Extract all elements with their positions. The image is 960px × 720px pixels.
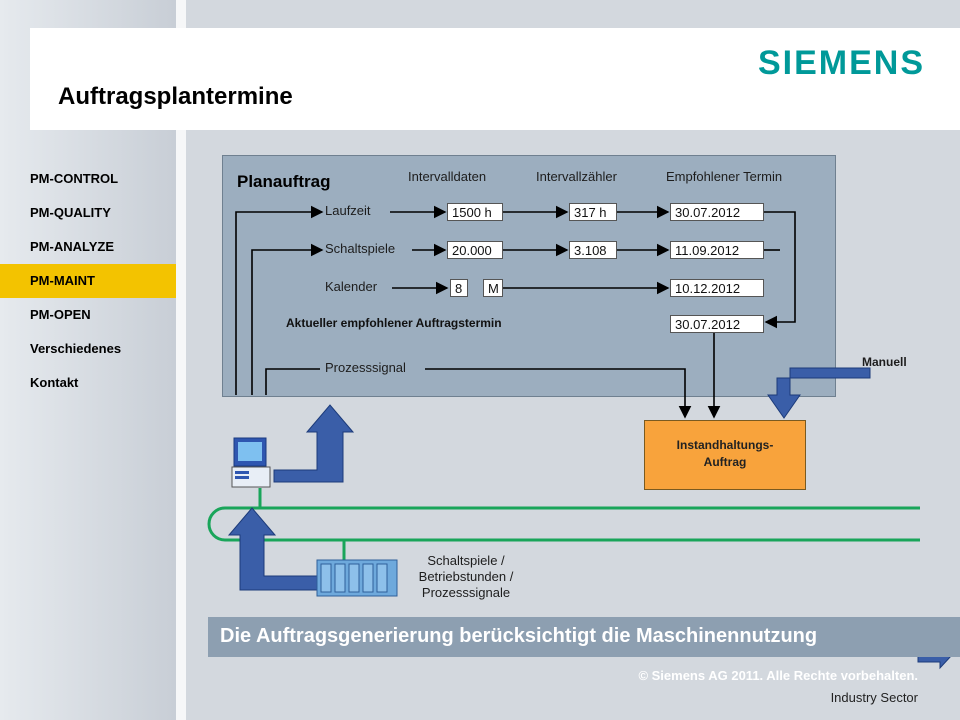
schaltspiele-date: 11.09.2012 <box>670 241 764 259</box>
upload-arrow-icon <box>273 404 355 483</box>
order-box-line-1: Instandhaltungs- <box>676 438 774 452</box>
manual-label: Manuell <box>862 355 907 369</box>
nav-item-pm-quality[interactable]: PM-QUALITY <box>30 205 111 220</box>
computer-icon <box>231 437 271 488</box>
row-label-schaltspiele: Schaltspiele <box>325 241 396 256</box>
laufzeit-date: 30.07.2012 <box>670 203 764 221</box>
industry-sector: Industry Sector <box>830 690 918 705</box>
device-caption: Schaltspiele / Betriebstunden / Prozesss… <box>410 553 522 601</box>
line-to-current-date <box>764 211 796 329</box>
copyright: © Siemens AG 2011. Alle Rechte vorbehalt… <box>638 668 918 683</box>
process-signal-line <box>425 368 692 419</box>
row-label-laufzeit: Laufzeit <box>325 203 371 218</box>
maintenance-order-box: Instandhaltungs- Auftrag <box>644 420 806 490</box>
kalender-interval-number: 8 <box>450 279 468 297</box>
summary-banner <box>208 617 960 657</box>
feed-line-schaltspiele <box>251 243 324 395</box>
summary-banner-text: Die Auftragsgenerierung berücksichtigt d… <box>220 625 818 647</box>
schaltspiele-interval: 20.000 <box>447 241 503 259</box>
col-header-intervalldaten: Intervalldaten <box>408 169 487 184</box>
laufzeit-counter: 317 h <box>569 203 617 221</box>
nav-item-pm-analyze[interactable]: PM-ANALYZE <box>30 239 115 254</box>
manual-arrow-icon <box>767 367 871 419</box>
col-header-intervallzaehler: Intervallzähler <box>536 169 617 184</box>
current-date-label: Aktueller empfohlener Auftragstermin <box>286 316 502 330</box>
siemens-logo: SIEMENS <box>758 44 926 82</box>
process-signal-label: Prozesssignal <box>325 360 406 375</box>
schaltspiele-counter: 3.108 <box>569 241 617 259</box>
row-label-kalender: Kalender <box>325 279 378 294</box>
page-title: Auftragsplantermine <box>58 83 293 110</box>
col-header-empfohlener-termin: Empfohlener Termin <box>666 169 783 184</box>
plc-device-icon <box>316 559 398 597</box>
nav-item-pm-open[interactable]: PM-OPEN <box>30 307 91 322</box>
device-caption-line-2: Betriebstunden / <box>418 569 514 584</box>
feed-lines <box>235 205 796 419</box>
device-caption-line-3: Prozesssignale <box>421 585 511 600</box>
current-date-value: 30.07.2012 <box>670 315 764 333</box>
planauftrag-title: Planauftrag <box>237 172 331 191</box>
blue-arrows <box>227 367 953 670</box>
nav-item-kontakt[interactable]: Kontakt <box>30 375 79 390</box>
laufzeit-interval: 1500 h <box>447 203 503 221</box>
sidebar-separator <box>176 0 186 720</box>
header <box>30 28 960 130</box>
planauftrag-box <box>222 155 836 397</box>
sidebar-nav: PM-CONTROL PM-QUALITY PM-ANALYZE PM-MAIN… <box>0 162 176 400</box>
device-caption-line-1: Schaltspiele / <box>427 553 505 568</box>
feed-line-laufzeit <box>235 205 324 395</box>
signal-arrow-icon <box>227 507 320 591</box>
nav-item-pm-maint[interactable]: PM-MAINT <box>0 264 176 298</box>
kalender-date: 10.12.2012 <box>670 279 764 297</box>
nav-item-pm-control[interactable]: PM-CONTROL <box>30 171 119 186</box>
kalender-interval-unit: M <box>483 279 503 297</box>
order-box-line-2: Auftrag <box>703 455 747 469</box>
nav-item-verschiedenes[interactable]: Verschiedenes <box>30 341 122 356</box>
network-ring <box>207 488 920 562</box>
